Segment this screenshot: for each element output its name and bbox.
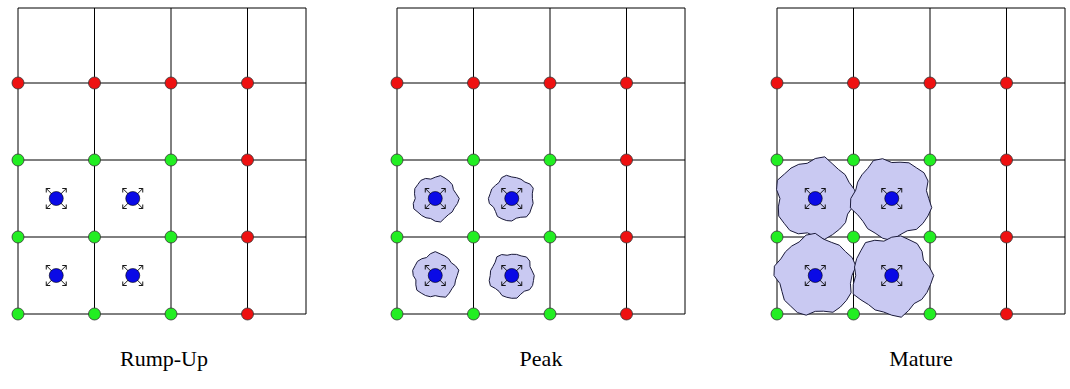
grid-dot [89,231,101,243]
grid-dot [544,77,556,89]
grid-dot [391,77,403,89]
source-dot [505,192,519,206]
grid-dot [242,154,254,166]
source-dot [126,192,140,206]
grid-dot [12,154,24,166]
grid-lines [18,8,306,314]
source-points [425,189,522,286]
grid-dot [165,154,177,166]
grid-dot [89,308,101,320]
grid-dot [771,308,783,320]
grid-dot [468,308,480,320]
source-dot [808,192,822,206]
grid-dot [848,154,860,166]
source-points [46,189,143,286]
grid-dot [848,77,860,89]
grid-dot [12,77,24,89]
grid-dots [771,77,1013,320]
grid-dot [242,77,254,89]
grid-dots [12,77,254,320]
grid-dot [621,308,633,320]
panel [12,8,306,320]
source-points [805,189,902,286]
coverage-blob [489,254,534,298]
grid-dot [391,308,403,320]
grid-dot [544,308,556,320]
source-dot [885,192,899,206]
source-dot [428,269,442,283]
panel-label: Mature [889,346,953,372]
coverage-blob [777,157,858,240]
grid-dot [924,308,936,320]
source-dot [885,269,899,283]
panel-label: Peak [520,346,563,372]
panel [391,8,685,320]
grid-dot [1001,77,1013,89]
grid-dot [544,154,556,166]
grid-dots [391,77,633,320]
grid-dot [165,308,177,320]
grid-dot [771,154,783,166]
coverage-blob [774,233,856,315]
source-dot [126,269,140,283]
grid-dot [391,231,403,243]
grid-dot [771,231,783,243]
grid-dot [468,231,480,243]
coverage-blob [850,159,931,241]
grid-dot [89,77,101,89]
grid-dot [621,154,633,166]
coverage-blob [413,252,459,298]
grid-dot [12,231,24,243]
grid-dot [1001,154,1013,166]
grid-dot [924,154,936,166]
source-dot [49,269,63,283]
grid-dot [621,231,633,243]
panel [771,8,1065,320]
grid-lines [397,8,685,314]
source-dot [808,269,822,283]
grid-dot [165,77,177,89]
grid-dot [242,308,254,320]
grid-dot [848,231,860,243]
grid-dot [468,77,480,89]
source-dot [428,192,442,206]
grid-dot [848,308,860,320]
grid-dot [771,77,783,89]
source-dot [505,269,519,283]
grid-dot [468,154,480,166]
grid-dot [165,231,177,243]
grid-dot [391,154,403,166]
panel-label: Rump-Up [120,346,208,372]
grid-dot [924,77,936,89]
coverage-blob [853,236,934,317]
source-dot [49,192,63,206]
grid-dot [1001,231,1013,243]
coverage-blobs [774,157,934,317]
grid-dot [621,77,633,89]
grid-dot [89,154,101,166]
grid-dot [544,231,556,243]
coverage-blob [413,176,459,222]
grid-dot [1001,308,1013,320]
coverage-blobs [413,175,535,298]
grid-dot [924,231,936,243]
grid-dot [12,308,24,320]
grid-dot [242,231,254,243]
coverage-blob [488,175,533,221]
